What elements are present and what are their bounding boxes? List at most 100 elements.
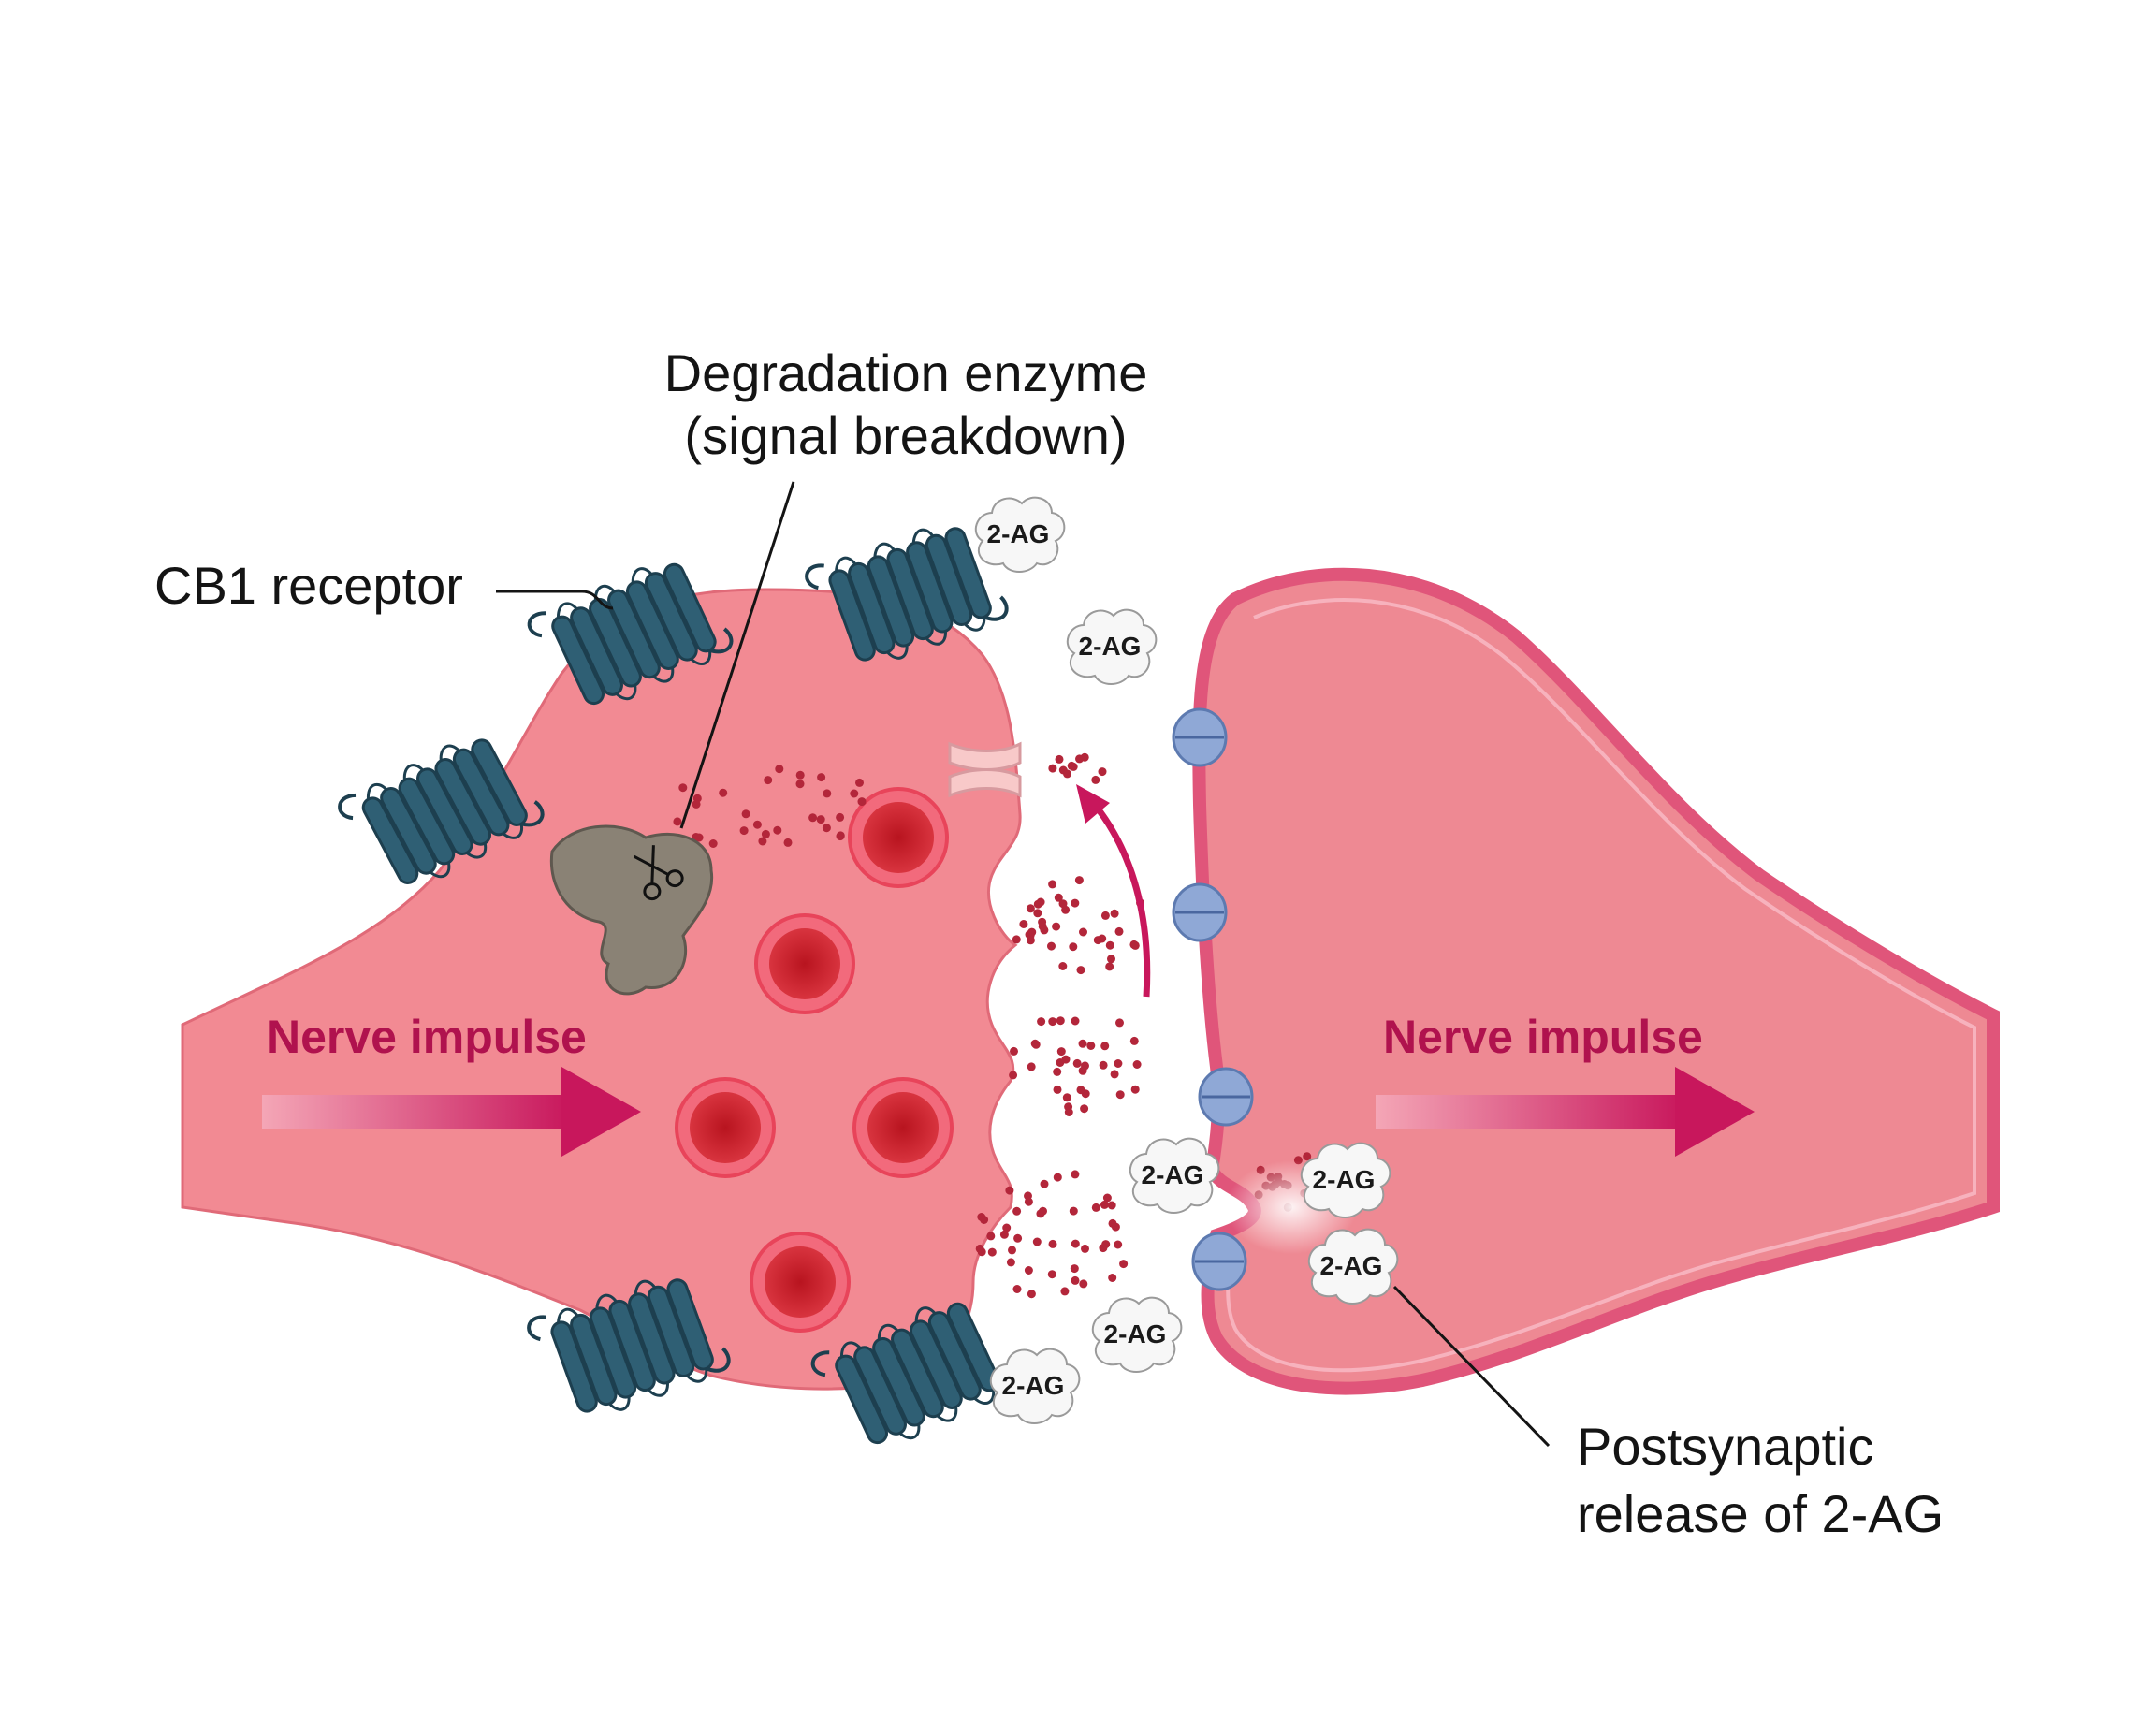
molecule-2ag: 2-AG: [1300, 1142, 1391, 1218]
molecule-2ag: 2-AG: [974, 496, 1066, 573]
neurotransmitter-dot: [855, 778, 864, 787]
molecule-2ag: 2-AG: [1307, 1228, 1399, 1305]
neurotransmitter-dot: [1058, 899, 1068, 909]
neurotransmitter-dot: [1081, 1061, 1089, 1071]
neurotransmitter-dot: [1062, 1093, 1071, 1102]
neurotransmitter-dot: [1079, 1279, 1088, 1289]
neurotransmitter-dot: [795, 780, 805, 789]
neurotransmitter-dot: [1048, 764, 1057, 773]
neurotransmitter-dot: [1027, 927, 1037, 937]
molecule-2ag: 2-AG: [1091, 1296, 1183, 1373]
neurotransmitter-dot: [1114, 1059, 1123, 1068]
degradation-enzyme: [549, 824, 714, 996]
neurotransmitter-dot: [694, 833, 704, 842]
svg-text:2-AG: 2-AG: [1142, 1160, 1204, 1189]
neurotransmitter-dot: [1071, 1016, 1080, 1026]
postsynaptic-terminal: [1192, 567, 2000, 1395]
neurotransmitter-dot: [1005, 1186, 1014, 1195]
neurotransmitter-dot: [739, 826, 749, 836]
neurotransmitter-dot: [1064, 1108, 1073, 1116]
neurotransmitter-dot: [1010, 1046, 1018, 1056]
presynaptic-channel: [948, 741, 1022, 798]
molecules-2ag: 2-AG 2-AG 2-AG 2-AG 2-AG 2-AG 2-AG: [974, 496, 1399, 1424]
neurotransmitter-dot: [1053, 1085, 1062, 1094]
svg-text:2-AG: 2-AG: [1320, 1251, 1383, 1280]
enzyme-label-line2: (signal breakdown): [684, 406, 1127, 465]
neurotransmitter-dot: [1115, 1090, 1125, 1100]
neurotransmitter-dot: [1038, 922, 1047, 931]
ion-channel: [1191, 1232, 1247, 1291]
neurotransmitter-dot: [1039, 1206, 1047, 1216]
neurotransmitter-dot: [1024, 1197, 1033, 1206]
neurotransmitter-dot: [775, 765, 784, 774]
ion-channel: [1198, 1067, 1254, 1127]
neurotransmitter-dot: [1129, 1036, 1139, 1045]
neurotransmitter-dot: [1071, 1170, 1080, 1179]
neurotransmitter-dot: [758, 837, 767, 846]
neurotransmitter-dot: [1009, 1071, 1018, 1080]
neurotransmitter-dot: [1100, 911, 1110, 920]
neurotransmitter-dot: [1107, 955, 1115, 964]
neurotransmitter-dot: [1108, 1218, 1117, 1228]
neurotransmitter-dot: [836, 812, 845, 822]
ion-channel: [1172, 707, 1228, 767]
neurotransmitter-dot: [1303, 1152, 1312, 1161]
neurotransmitter-dot: [1071, 898, 1080, 908]
neurotransmitter-dot: [1100, 1042, 1110, 1051]
neurotransmitter-dot: [1048, 880, 1057, 889]
molecule-2ag: 2-AG: [1129, 1137, 1220, 1214]
molecule-2ag: 2-AG: [989, 1348, 1081, 1424]
neurotransmitter-dot: [741, 809, 750, 819]
retrograde-arrow: [1076, 784, 1151, 998]
neurotransmitter-dot: [1030, 1039, 1040, 1048]
postsynaptic-label-line2: release of 2-AG: [1577, 1484, 1944, 1543]
neurotransmitter-dot: [1114, 926, 1124, 936]
vesicle: [848, 787, 949, 888]
neurotransmitter-dot: [1054, 893, 1063, 902]
molecule-2ag: 2-AG: [1066, 608, 1158, 685]
postsyn-leader: [1392, 1285, 1551, 1448]
labels: Degradation enzyme (signal breakdown) CB…: [154, 343, 1944, 1543]
cb1-receptor-label: CB1 receptor: [154, 556, 463, 615]
neurotransmitter-dot: [1072, 1058, 1082, 1068]
neurotransmitter-dot: [1027, 1062, 1036, 1071]
neurotransmitter-dot: [1076, 1086, 1085, 1095]
vesicle: [754, 913, 855, 1014]
neurotransmitter-dot: [975, 1244, 984, 1253]
neurotransmitter-dot: [1099, 1060, 1108, 1070]
vesicle: [675, 1077, 776, 1178]
neurotransmitter-dot: [1055, 754, 1064, 764]
neurotransmitter-dot: [1105, 962, 1114, 971]
neurotransmitter-dot: [1115, 1018, 1124, 1028]
neurotransmitter-dot: [1074, 876, 1084, 885]
neurotransmitter-dot: [817, 773, 826, 782]
impulse-arrow-right: [1376, 1067, 1755, 1157]
neurotransmitter-dot: [795, 770, 805, 780]
neurotransmitter-dot: [1063, 769, 1071, 779]
neurotransmitter-dot: [1069, 942, 1078, 952]
neurotransmitter-dot: [850, 789, 859, 798]
neurotransmitter-dot: [1110, 1070, 1119, 1079]
nerve-impulse-right: Nerve impulse: [1383, 1011, 1703, 1063]
vesicles: [675, 787, 954, 1333]
neurotransmitter-dot: [1076, 966, 1085, 975]
neurotransmitter-dot: [1091, 1203, 1100, 1212]
neurotransmitter-dot: [857, 797, 867, 807]
neurotransmitter-dot: [999, 1230, 1009, 1239]
presynaptic-terminal: [181, 588, 1022, 1391]
neurotransmitter-dot: [1037, 1017, 1046, 1027]
neurotransmitter-dot: [692, 799, 701, 809]
svg-text:2-AG: 2-AG: [987, 519, 1050, 548]
neurotransmitter-dot: [1100, 1200, 1109, 1209]
neurotransmitter-dot: [1047, 941, 1056, 951]
neurotransmitter-dot: [1105, 940, 1114, 950]
neurotransmitter-dot: [752, 820, 762, 829]
neurotransmitter-dot: [1033, 909, 1042, 918]
neurotransmitter-dot: [822, 824, 831, 833]
neurotransmitter-dot: [1098, 767, 1107, 777]
neurotransmitter-dot: [673, 817, 682, 826]
neurotransmitter-dot: [1086, 1042, 1096, 1050]
neurotransmitter-dot: [1053, 1067, 1062, 1076]
neurotransmitter-dot: [1006, 1258, 1015, 1267]
neurotransmitter-dot: [719, 788, 728, 797]
